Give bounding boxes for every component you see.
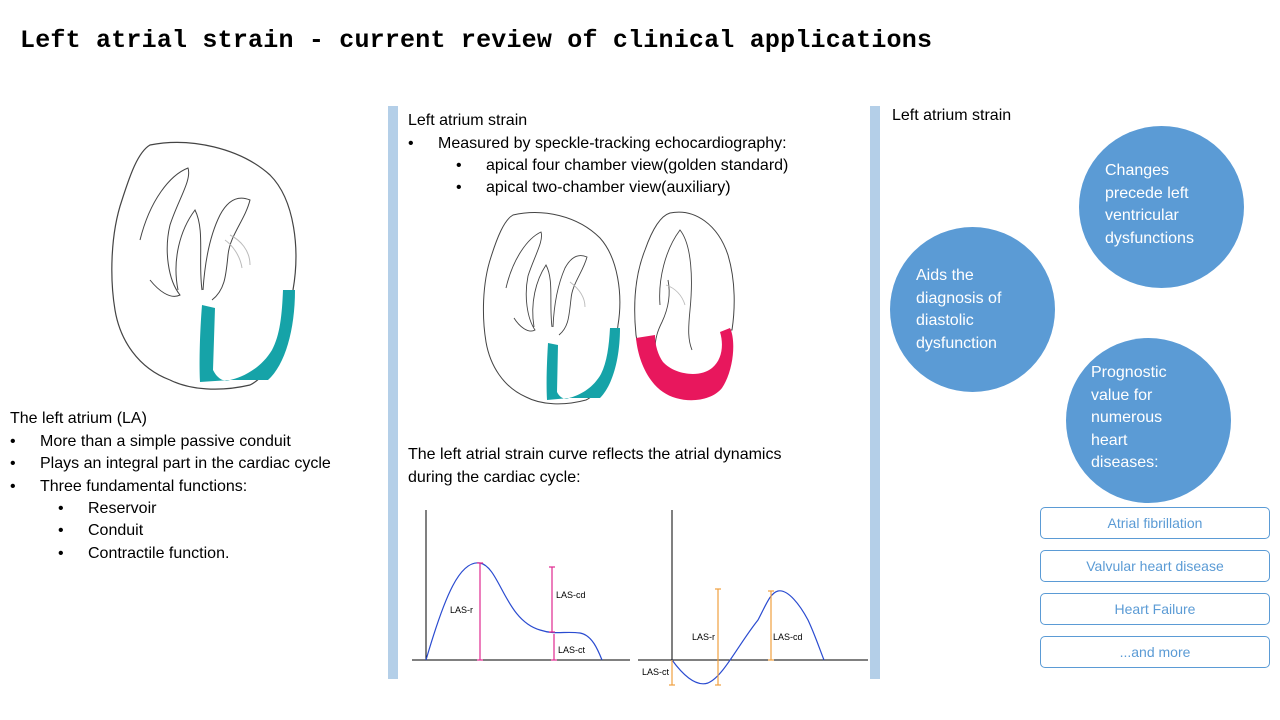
strain-curve-chart-1: LAS-r LAS-cd LAS-ct bbox=[412, 510, 630, 661]
circle-aids-line-2: diagnosis of bbox=[916, 289, 1002, 307]
circle-changes-precede: Changes precede left ventricular dysfunc… bbox=[1079, 126, 1244, 288]
bullet-dot: • bbox=[456, 179, 462, 196]
page-title: Left atrial strain - current review of c… bbox=[20, 26, 933, 55]
bullet-dot: • bbox=[58, 545, 64, 562]
bullet-dot: • bbox=[10, 478, 16, 495]
bullet-dot: • bbox=[10, 455, 16, 472]
middle-bullet-text: Measured by speckle-tracking echocardiog… bbox=[438, 135, 787, 152]
circle-changes-line-1: Changes bbox=[1105, 162, 1170, 179]
disease-heart-failure: Heart Failure bbox=[1040, 593, 1270, 625]
chart-2-las-r-label: LAS-r bbox=[692, 632, 715, 642]
la-sub-bullet-2-text: Conduit bbox=[88, 522, 144, 539]
la-bullet-1-text: More than a simple passive conduit bbox=[40, 433, 291, 450]
circle-prognostic-line-4: heart bbox=[1091, 431, 1128, 449]
chart-1-las-ct-label: LAS-ct bbox=[558, 645, 586, 655]
disease-valvular-heart-disease: Valvular heart disease bbox=[1040, 550, 1270, 582]
right-heading: Left atrium strain bbox=[892, 107, 1012, 124]
circle-prognostic-line-5: diseases: bbox=[1091, 454, 1159, 471]
heart-two-chamber-view bbox=[634, 211, 735, 401]
la-bullet-2-text: Plays an integral part in the cardiac cy… bbox=[40, 455, 331, 472]
circle-aids-diagnosis: Aids the diagnosis of diastolic dysfunct… bbox=[890, 227, 1055, 392]
heart-four-chamber-diagram bbox=[111, 141, 297, 390]
middle-sub-bullet-1-text: apical four chamber view(golden standard… bbox=[486, 157, 789, 174]
chart-1-strain-curve bbox=[425, 562, 603, 661]
divider-left bbox=[388, 106, 398, 679]
circle-prognostic-line-2: value for bbox=[1091, 386, 1153, 404]
circle-prognostic-value: Prognostic value for numerous heart dise… bbox=[1066, 338, 1231, 503]
circle-aids-line-1: Aids the bbox=[916, 267, 974, 284]
bullet-dot: • bbox=[58, 500, 64, 517]
strain-curve-chart-2: LAS-ct LAS-r LAS-cd bbox=[638, 510, 868, 686]
bullet-dot: • bbox=[58, 522, 64, 539]
divider-right bbox=[870, 106, 880, 679]
chart-2-las-ct-label: LAS-ct bbox=[642, 667, 670, 677]
circle-aids-line-3: diastolic bbox=[916, 312, 974, 329]
middle-sub-bullet-2-text: apical two-chamber view(auxiliary) bbox=[486, 179, 731, 196]
curve-text-line-2: during the cardiac cycle: bbox=[408, 469, 581, 486]
bullet-dot: • bbox=[10, 433, 16, 450]
middle-heading: Left atrium strain bbox=[408, 112, 528, 129]
curve-text-line-1: The left atrial strain curve reflects th… bbox=[408, 446, 782, 463]
circle-aids-line-4: dysfunction bbox=[916, 334, 997, 352]
disease-atrial-fibrillation: Atrial fibrillation bbox=[1040, 507, 1270, 539]
circle-prognostic-line-1: Prognostic bbox=[1091, 364, 1167, 381]
bullet-dot: • bbox=[456, 157, 462, 174]
la-sub-bullet-3-text: Contractile function. bbox=[88, 545, 230, 562]
bullet-dot: • bbox=[408, 135, 414, 152]
la-heading: The left atrium (LA) bbox=[10, 410, 147, 427]
circle-changes-line-4: dysfunctions bbox=[1105, 229, 1194, 247]
chart-1-las-cd-label: LAS-cd bbox=[556, 590, 586, 600]
circle-changes-line-3: ventricular bbox=[1105, 207, 1179, 224]
chart-1-las-r-label: LAS-r bbox=[450, 605, 473, 615]
chart-2-las-cd-label: LAS-cd bbox=[773, 632, 803, 642]
disease-and-more: ...and more bbox=[1040, 636, 1270, 668]
heart-four-chamber-view bbox=[482, 212, 621, 405]
la-sub-bullet-1-text: Reservoir bbox=[88, 500, 157, 517]
chart-2-strain-curve bbox=[671, 590, 825, 685]
circle-prognostic-line-3: numerous bbox=[1091, 409, 1163, 426]
la-bullet-3-text: Three fundamental functions: bbox=[40, 478, 248, 495]
circle-changes-line-2: precede left bbox=[1105, 184, 1189, 202]
